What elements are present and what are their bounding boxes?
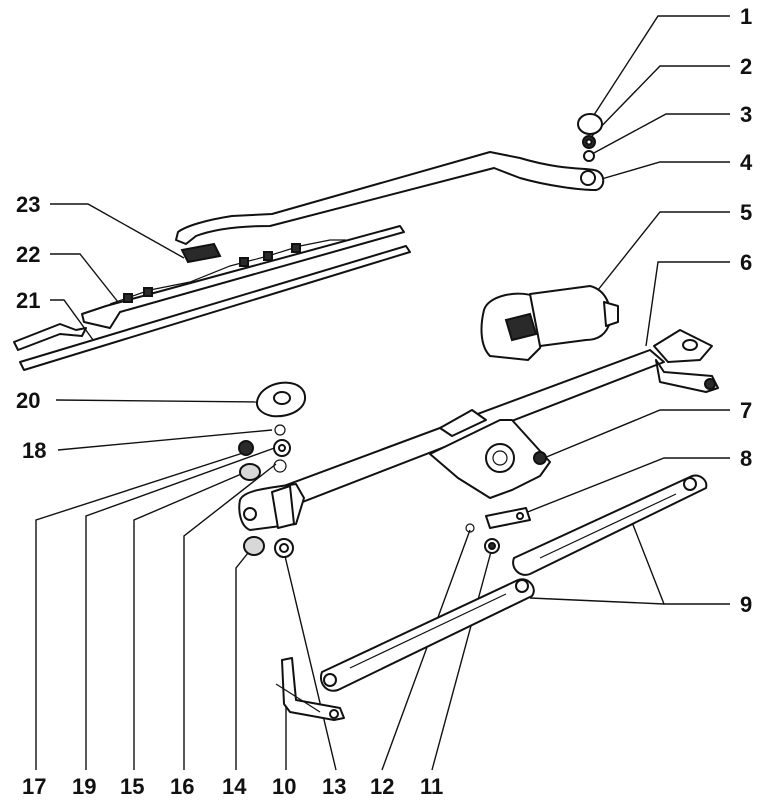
callout-12: 12 xyxy=(370,774,394,799)
leader-13 xyxy=(283,551,337,771)
part-19-washer-hole xyxy=(278,444,286,452)
callout-14: 14 xyxy=(222,774,247,799)
part-5-motor-crank xyxy=(504,312,538,342)
part-3-washer xyxy=(583,150,595,162)
leader-22 xyxy=(50,253,119,303)
part-18-clip xyxy=(274,424,286,436)
leader-12 xyxy=(381,529,471,771)
leader-2 xyxy=(589,65,730,139)
callout-18: 18 xyxy=(22,438,46,463)
leader-23 xyxy=(50,203,185,259)
callout-5: 5 xyxy=(740,200,752,225)
leader-14 xyxy=(235,547,253,770)
callout-7: 7 xyxy=(740,398,752,423)
part-12-small-washer xyxy=(465,523,475,533)
part-22-wiper-blade xyxy=(81,225,405,329)
leader-3 xyxy=(591,113,730,155)
part-6-right-pivot-hole xyxy=(682,339,698,351)
part-1-cap xyxy=(577,113,603,135)
callout-8: 8 xyxy=(740,446,752,471)
part-10-crank-hole xyxy=(329,709,339,719)
callout-11: 11 xyxy=(420,774,443,799)
part-14-bushing xyxy=(243,536,265,556)
callout-6: 6 xyxy=(740,250,752,275)
part-5-motor-endcap xyxy=(603,301,619,327)
callout-19: 19 xyxy=(72,774,96,799)
part-13-washer-hole xyxy=(279,543,289,553)
part-16-washer xyxy=(273,459,287,473)
part-9-rod-lower-eye-right xyxy=(515,579,529,593)
part-23-blade-clip xyxy=(180,242,222,264)
leader-16 xyxy=(183,463,277,770)
callout-23: 23 xyxy=(16,192,40,217)
callout-21: 21 xyxy=(16,288,40,313)
part-22-blade-claws xyxy=(123,243,301,303)
part-9-rod-lower-rib xyxy=(349,593,507,669)
callout-17: 17 xyxy=(22,774,46,799)
part-2-nut-hole xyxy=(585,138,593,146)
leader-lines xyxy=(35,15,730,771)
part-6-right-arm xyxy=(655,359,719,393)
part-6-mount-hole-inner xyxy=(492,450,508,466)
part-4-wiper-arm xyxy=(175,151,605,245)
part-6-left-pivot-hole xyxy=(243,507,257,521)
callout-4: 4 xyxy=(740,150,753,175)
callout-13: 13 xyxy=(322,774,346,799)
part-11-washer-hole xyxy=(488,542,496,550)
part-7-nut xyxy=(533,451,547,465)
part-20-grommet-hole xyxy=(273,391,291,405)
leader-8 xyxy=(519,457,730,516)
part-4-arm-pivot xyxy=(580,170,596,186)
leader-1 xyxy=(591,15,730,119)
leader-18 xyxy=(57,429,273,451)
part-10-crank-pin xyxy=(281,657,345,721)
part-5-motor-housing xyxy=(529,285,612,347)
part-9-rod-upper-eye xyxy=(683,477,697,491)
leader-20 xyxy=(55,399,263,403)
leader-9a xyxy=(627,511,730,605)
part-17-bushing xyxy=(238,440,254,456)
callout-labels: 1 2 3 4 5 6 7 8 9 10 11 12 13 14 15 16 1… xyxy=(16,4,753,799)
part-6-mount-hole xyxy=(485,443,515,473)
part-6-right-nut xyxy=(704,378,716,390)
leader-11 xyxy=(431,547,493,771)
callout-3: 3 xyxy=(740,102,752,127)
leader-6 xyxy=(645,261,730,347)
part-10-spring-clip xyxy=(275,683,321,713)
leader-7 xyxy=(543,409,730,459)
part-21-rubber-strip xyxy=(19,245,411,371)
callout-20: 20 xyxy=(16,388,40,413)
part-6-center-bracket xyxy=(439,409,487,437)
leader-17 xyxy=(35,451,247,770)
leader-9b xyxy=(529,597,665,605)
leader-5 xyxy=(589,211,730,301)
part-15-bushing xyxy=(239,463,261,481)
leader-15 xyxy=(133,471,247,770)
leader-19 xyxy=(85,445,281,770)
part-21-rubber-insert xyxy=(13,323,87,351)
part-9-rod-lower-eye-left xyxy=(323,673,337,687)
part-8-link-hole xyxy=(516,512,524,520)
callout-15: 15 xyxy=(120,774,144,799)
callout-22: 22 xyxy=(16,242,40,267)
leader-4 xyxy=(597,161,730,181)
part-9-rod-upper-rib xyxy=(539,493,677,559)
part-6-left-pivot-boss xyxy=(271,485,295,529)
callout-16: 16 xyxy=(170,774,194,799)
callout-10: 10 xyxy=(272,774,296,799)
callout-9: 9 xyxy=(740,592,752,617)
callout-2: 2 xyxy=(740,54,752,79)
callout-1: 1 xyxy=(740,4,752,29)
